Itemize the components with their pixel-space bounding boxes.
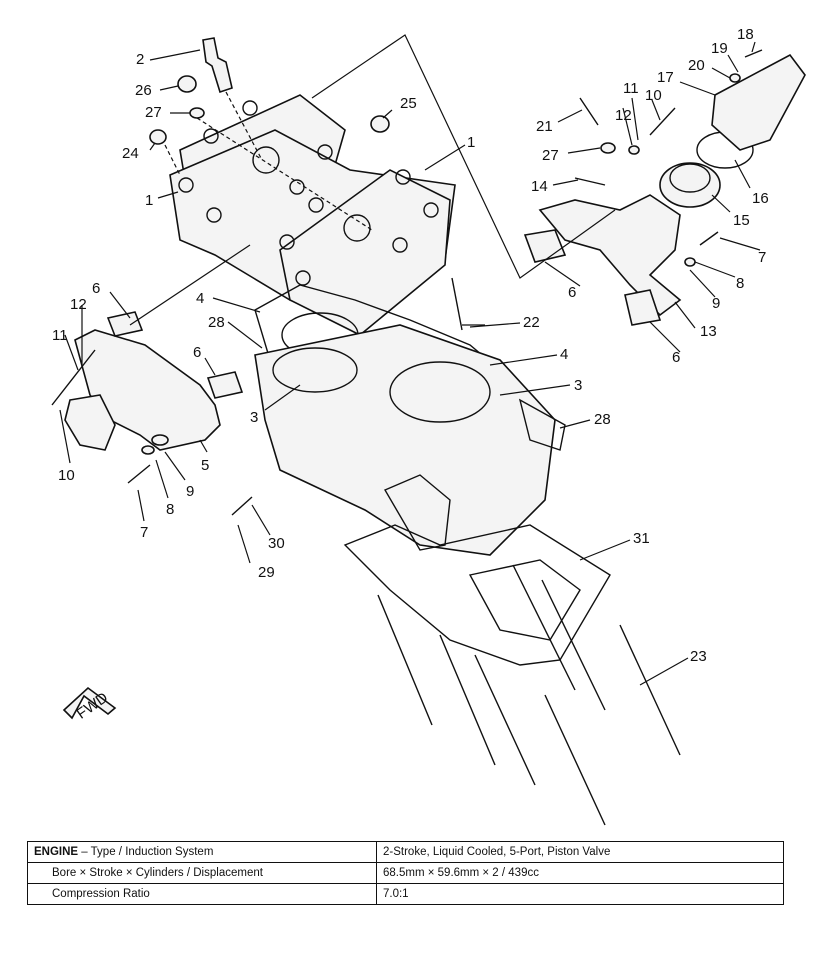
callout-6-b: 6 [193,344,201,361]
callout-10-right: 10 [645,87,662,104]
spec-key: ENGINE – Type / Induction System [27,841,377,863]
callout-28-right: 28 [594,411,611,428]
table-row: Bore × Stroke × Cylinders / Displacement… [27,862,784,884]
callout-29: 29 [258,564,275,581]
assembly-leader-lines [129,34,616,326]
exploded-parts-diagram: FWD 2 26 27 24 1 25 1 6 4 28 12 11 6 3 1… [51,26,806,826]
cylinder-studs [377,277,681,826]
callout-18: 18 [737,26,754,43]
spec-value: 2-Stroke, Liquid Cooled, 5-Port, Piston … [376,841,784,863]
callout-5: 5 [201,457,209,474]
callout-15: 15 [733,212,750,229]
callout-26: 25 [400,95,417,112]
callout-4-left: 4 [196,290,204,307]
callout-17: 17 [657,69,674,86]
spec-value: 68.5mm × 59.6mm × 2 / 439cc [376,862,784,884]
spec-key: Bore × Stroke × Cylinders / Displacement [27,862,377,884]
callout-4-right: 4 [560,346,568,363]
callout-22: 22 [523,314,540,331]
callout-11-right: 11 [623,80,639,97]
callout-27-right: 27 [542,147,559,164]
callout-19: 19 [711,40,728,57]
head-nuts-washers [149,75,390,231]
callout-16: 16 [752,190,769,207]
callout-7-left: 7 [140,524,148,541]
callout-10-left: 10 [58,467,75,484]
callout-8-right: 8 [736,275,744,292]
callout-6-c: 6 [568,284,576,301]
cylinder-block [254,324,566,556]
callout-3-right: 3 [574,377,582,394]
fwd-arrow-icon: FWD [62,686,117,723]
table-row: Compression Ratio 7.0:1 [27,883,784,905]
callout-23: 23 [690,648,707,665]
callout-9-right: 9 [712,295,720,312]
callout-11-left: 11 [52,327,68,344]
callout-31: 31 [633,530,650,547]
table-row: ENGINE – Type / Induction System 2-Strok… [27,841,784,863]
callout-6-d: 6 [672,349,680,366]
callout-13: 13 [700,323,717,340]
callout-3-left: 3 [250,409,258,426]
callout-25: 26 [135,82,152,99]
callout-1-left: 1 [145,192,153,209]
callout-1-right: 1 [467,134,475,151]
callout-12-left: 12 [70,296,87,313]
spark-plug [202,37,263,161]
callout-labels: 2 26 27 24 1 25 1 6 4 28 12 11 6 3 10 5 … [52,26,769,686]
spec-key: Compression Ratio [27,883,377,905]
callout-6-a: 6 [92,280,100,297]
cylinder-heads [169,94,456,336]
callout-8-left: 8 [166,501,174,518]
callout-12-right: 12 [615,107,632,124]
callout-24: 24 [122,145,139,162]
callout-14: 14 [531,178,548,195]
engine-spec-table: ENGINE – Type / Induction System 2-Strok… [27,841,784,905]
left-water-manifold [51,311,253,516]
callout-27: 27 [145,104,162,121]
callout-2: 2 [136,51,144,68]
callout-21: 21 [536,118,553,135]
spec-value: 7.0:1 [376,883,784,905]
callout-7-right: 7 [758,249,766,266]
right-water-manifold [523,49,806,326]
callout-30: 30 [268,535,285,552]
callout-9-left: 9 [186,483,194,500]
base-gasket [343,524,611,666]
callout-28-left: 28 [208,314,225,331]
callout-20: 20 [688,57,705,74]
